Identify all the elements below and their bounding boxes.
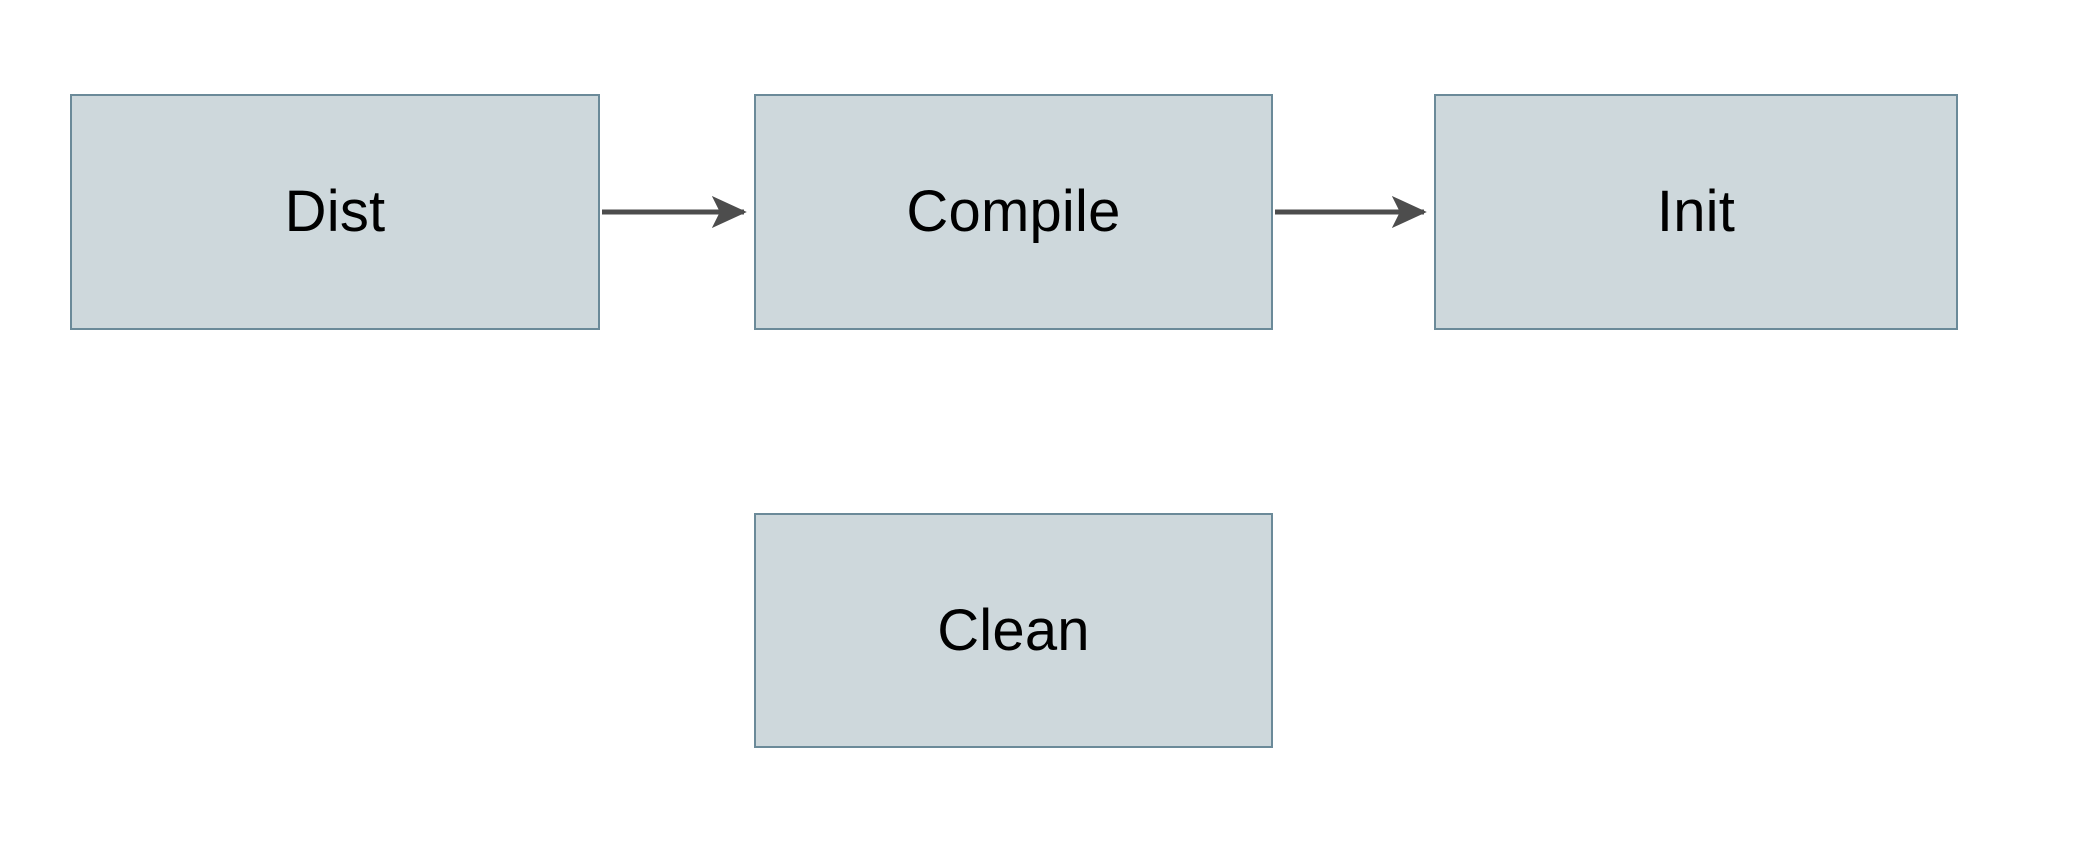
node-clean-label: Clean <box>937 597 1090 663</box>
node-compile[interactable]: Compile <box>754 94 1273 330</box>
node-dist-label: Dist <box>284 179 386 244</box>
node-compile-label: Compile <box>906 179 1121 244</box>
node-clean[interactable]: Clean <box>754 513 1273 748</box>
node-init[interactable]: Init <box>1434 94 1958 330</box>
node-init-label: Init <box>1656 179 1736 244</box>
node-dist[interactable]: Dist <box>70 94 600 330</box>
